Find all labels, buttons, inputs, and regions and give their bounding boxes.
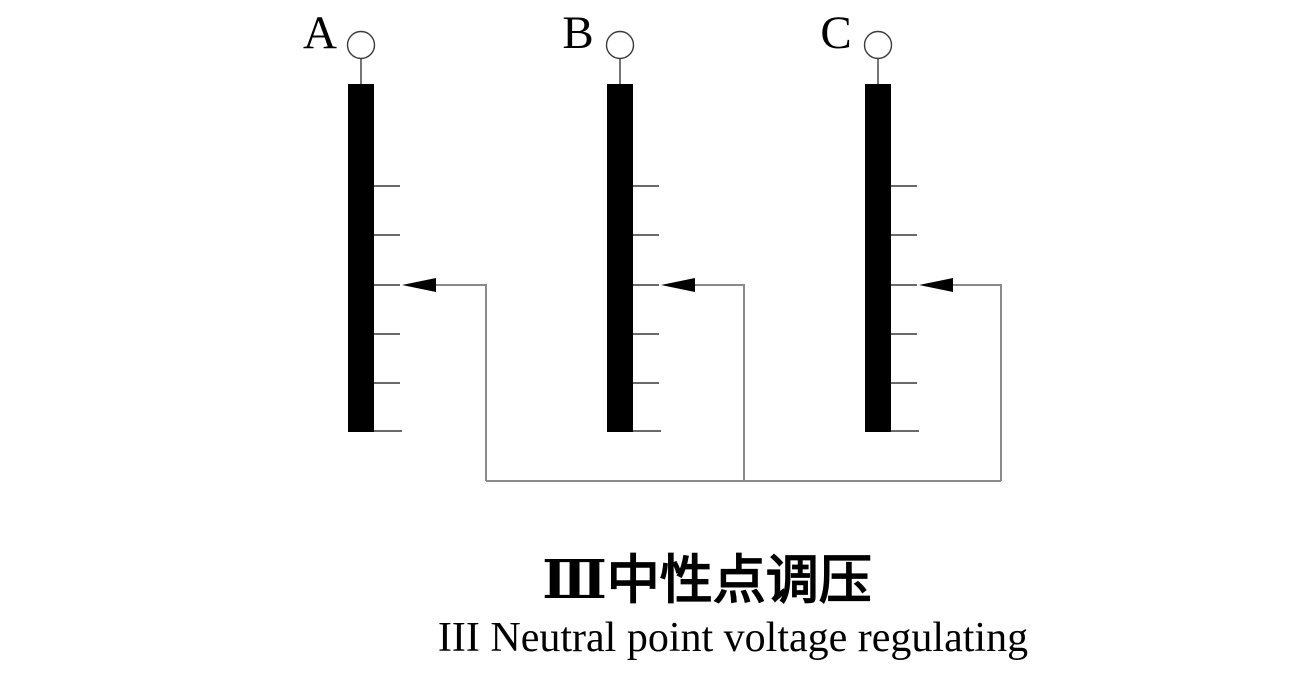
terminal-circle-icon <box>863 30 893 60</box>
phase-c-label: C <box>820 7 852 59</box>
tap-selector-wire <box>952 284 1002 481</box>
tap-ticks <box>891 185 919 432</box>
caption-english: III Neutral point voltage regulating <box>437 615 1029 661</box>
phase-b-group <box>605 30 745 481</box>
terminal-circle-icon <box>605 30 635 60</box>
tap-selector-wire <box>435 284 487 481</box>
winding-bar <box>607 84 633 432</box>
winding-bar <box>348 84 374 432</box>
phase-c-group <box>863 30 1002 481</box>
winding-bar <box>865 84 891 432</box>
tap-arrow-left-icon <box>661 278 695 292</box>
tap-arrow-left-icon <box>919 278 953 292</box>
caption-chinese: Ⅲ中性点调压 <box>542 552 872 610</box>
tap-ticks <box>374 185 402 432</box>
terminal-circle-icon <box>346 30 376 60</box>
phase-b-label: B <box>562 7 594 59</box>
tap-arrow-left-icon <box>402 278 436 292</box>
tap-selector-wire <box>694 284 745 481</box>
phase-a-group <box>346 30 487 481</box>
tap-ticks <box>633 185 661 432</box>
phase-a-label: A <box>303 7 337 59</box>
